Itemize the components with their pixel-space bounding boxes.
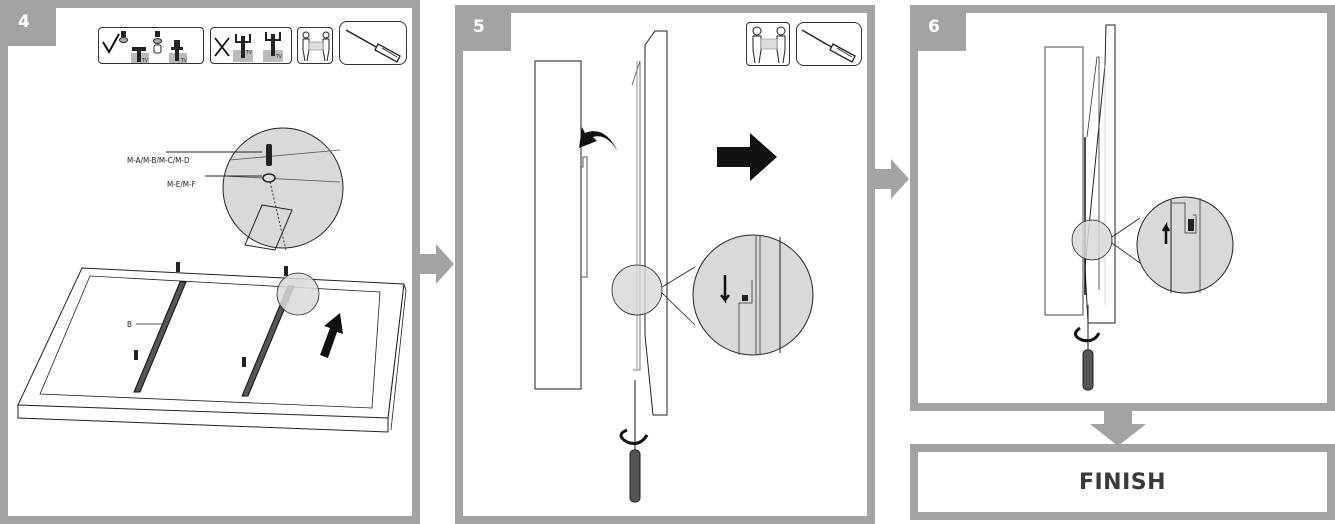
incorrect-screw-fit-graphic: TV TV <box>214 32 283 62</box>
two-person-lift-graphic <box>302 31 330 62</box>
svg-text:TV: TV <box>275 54 283 60</box>
magnifier-circle <box>1136 196 1234 294</box>
screwdriver-icon <box>339 21 407 65</box>
step-number-badge: 5 <box>455 5 511 51</box>
screwdriver-icon <box>796 22 862 66</box>
up-arrow-icon <box>320 313 343 358</box>
detail-circle <box>611 264 663 316</box>
step-6-panel: 6 <box>910 5 1335 411</box>
flow-arrow-right-icon <box>418 244 454 284</box>
screwdriver-handle <box>1082 349 1094 391</box>
magnifier-circle <box>692 234 814 356</box>
bracket-label: B <box>127 320 132 329</box>
down-arrow-icon <box>720 275 730 304</box>
screwdriver-graphic <box>801 29 856 63</box>
flow-arrow-down-icon <box>1090 410 1146 446</box>
step-5-panel: 5 <box>455 5 875 524</box>
tv-profile <box>1084 24 1116 324</box>
rotate-arrow-icon <box>619 428 649 445</box>
svg-text:TV: TV <box>180 58 188 64</box>
finish-panel: FINISH <box>910 444 1335 520</box>
step-5-illustration <box>534 30 814 503</box>
washer-label: M-E/M-F <box>167 180 196 189</box>
push-arrow-icon <box>717 133 777 181</box>
step-4-illustration <box>17 127 407 433</box>
correct-screw-fit-graphic: TV TV <box>102 31 188 64</box>
screw-icon <box>266 144 272 166</box>
cross-icon <box>214 37 230 57</box>
step-number-badge: 6 <box>910 5 966 51</box>
two-person-lift-icon <box>297 27 333 64</box>
two-person-lift-icon <box>746 22 790 66</box>
screwdriver-handle <box>629 449 641 503</box>
detail-circle <box>276 272 320 316</box>
step-6-illustration <box>1044 24 1234 391</box>
step-number-badge: 4 <box>0 0 56 46</box>
svg-text:TV: TV <box>245 50 253 56</box>
step-4-panel: 4 TV TV TV <box>0 0 420 524</box>
flow-arrow-right-icon <box>873 159 909 199</box>
screwdriver-graphic <box>345 29 401 63</box>
up-arrow-icon <box>1161 221 1171 244</box>
wall <box>1044 46 1084 316</box>
correct-screw-fit-icon: TV TV <box>98 27 204 64</box>
finish-label: FINISH <box>1078 469 1167 495</box>
detail-circle <box>1071 219 1113 261</box>
two-person-lift-graphic <box>752 26 786 64</box>
left-bracket <box>133 281 187 393</box>
wall <box>534 60 582 390</box>
tv-profile <box>644 30 668 416</box>
screw-label: M-A/M-B/M-C/M-D <box>127 156 190 165</box>
checkmark-icon <box>102 33 120 54</box>
washer-icon <box>262 173 276 183</box>
svg-text:TV: TV <box>141 58 149 64</box>
rotate-arrow-icon <box>1074 326 1101 343</box>
tilt-arrow-icon <box>579 127 618 152</box>
incorrect-screw-fit-icon: TV TV <box>210 27 292 64</box>
wall-plate <box>581 156 588 278</box>
